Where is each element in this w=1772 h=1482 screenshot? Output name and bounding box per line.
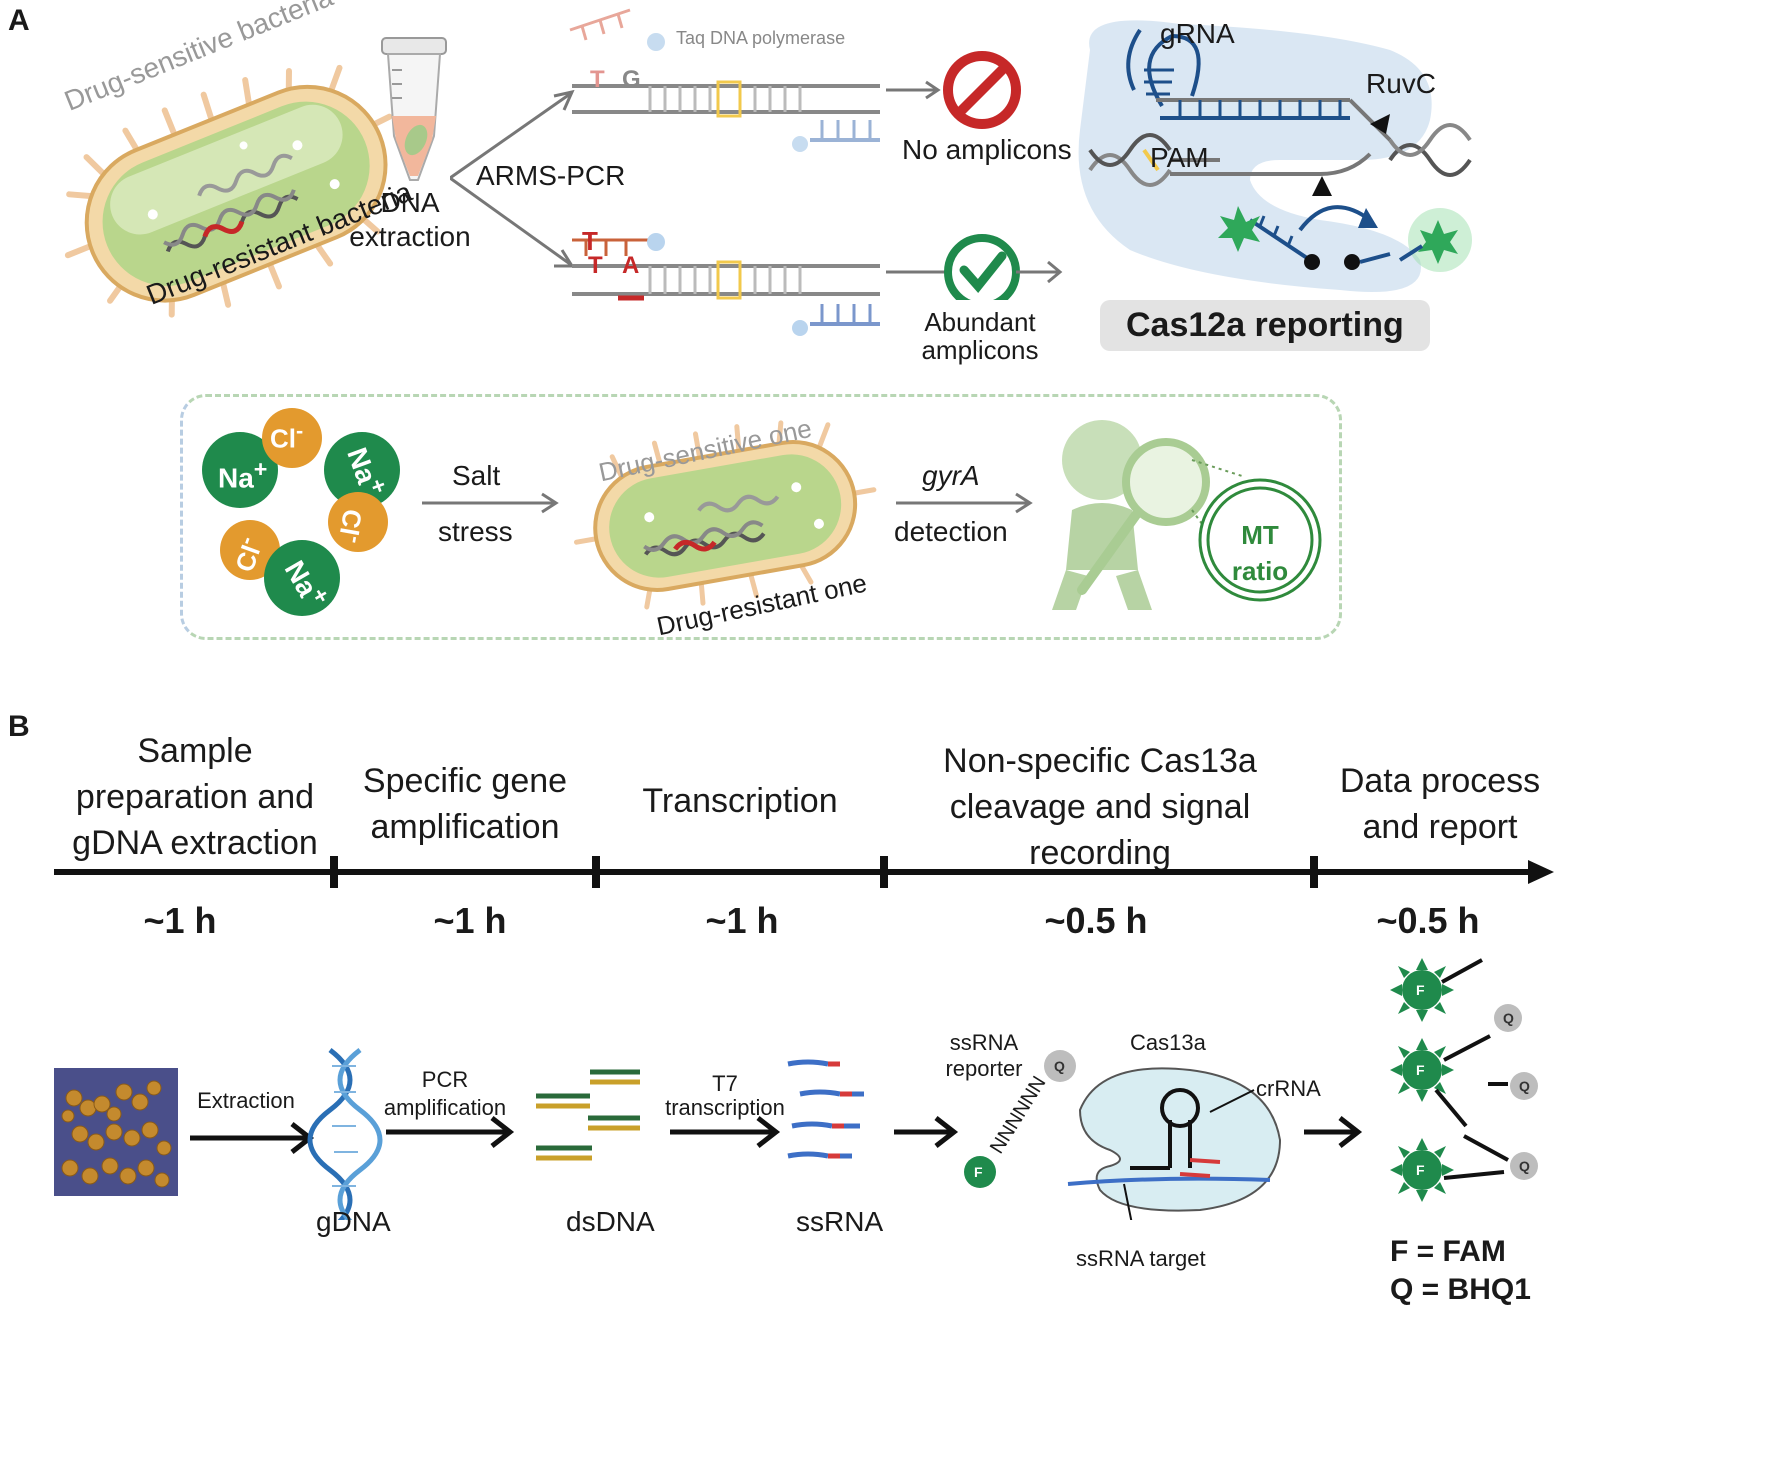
cas13a-label: Cas13a — [1130, 1030, 1206, 1055]
result-symbols — [886, 51, 1063, 300]
na-ion-1: Na+ — [218, 456, 268, 494]
mt-label: MT — [1241, 520, 1279, 550]
dna-extraction-label: DNA extraction — [349, 187, 471, 252]
gdna-label: gDNA — [316, 1206, 391, 1237]
stage-3-label: Transcription — [642, 782, 838, 820]
base-t-target: T — [588, 252, 603, 279]
fluor-q-2: Q — [1519, 1078, 1530, 1094]
cl-ion-1: Cl- — [270, 418, 304, 454]
bacteria-micrograph-image — [54, 1068, 178, 1196]
ssrna-reporter-label: ssRNA reporter — [945, 1030, 1023, 1081]
primer-match-strand — [572, 233, 880, 336]
taq-label: Taq DNA polymerase — [676, 28, 846, 48]
pam-label: PAM — [1150, 142, 1209, 173]
fluor-f-2: F — [1416, 1062, 1425, 1078]
stage-5-label: Data process and report — [1339, 762, 1541, 846]
legend-fam: F = FAM — [1390, 1235, 1506, 1268]
abundant-amplicons-label: Abundant amplicons — [921, 307, 1039, 365]
magnifier-figure-icon — [1052, 420, 1322, 610]
arms-pcr-label: ARMS-PCR — [476, 160, 626, 191]
stage-2-label: Specific gene amplification — [362, 762, 568, 846]
bacterium-illustration — [64, 64, 393, 318]
fluor-q-3: Q — [1519, 1158, 1530, 1174]
base-a-target: A — [622, 252, 640, 279]
detection-arrow — [896, 492, 1033, 514]
ssrna-label: ssRNA — [796, 1206, 884, 1237]
primer-mismatch-strand — [569, 8, 880, 152]
base-g: G — [622, 66, 641, 93]
timeline-axis — [54, 856, 1554, 888]
fluorophore-cleavage-icon — [1390, 958, 1538, 1202]
grna-label: gRNA — [1160, 18, 1235, 49]
salt-stress-inset — [180, 394, 1342, 640]
stage-4-duration: ~0.5 h — [1044, 900, 1148, 941]
fluor-q-1: Q — [1503, 1010, 1514, 1026]
bacterium-inset-illustration — [573, 420, 877, 610]
cas12a-reporting-label: Cas12a reporting — [1100, 300, 1430, 351]
dsdna-label: dsDNA — [566, 1206, 655, 1237]
ssrna-target-label: ssRNA target — [1076, 1246, 1206, 1271]
stage-1-label: Sample preparation and gDNA extraction — [72, 732, 318, 862]
stage-2-duration: ~1 h — [433, 900, 507, 941]
base-t-mismatch: T — [590, 66, 605, 93]
workflow-diagram — [190, 1048, 1363, 1220]
panel-b-letter: B — [8, 710, 30, 743]
stage-1-duration: ~1 h — [143, 900, 217, 941]
reporter-f: F — [974, 1164, 983, 1180]
cl-ion-2: Cl- — [333, 506, 370, 546]
pcr-label: PCR amplification — [383, 1067, 507, 1120]
cas12a-complex — [1078, 20, 1472, 293]
gyra-label: gyrA — [922, 460, 980, 491]
base-t-primer: T — [582, 226, 604, 256]
salt-arrow — [422, 492, 559, 514]
stage-5-duration: ~0.5 h — [1376, 900, 1480, 941]
ion-ring — [202, 408, 400, 616]
t7-label: T7 transcription — [665, 1071, 785, 1120]
crrna-label: crRNA — [1256, 1076, 1321, 1101]
stage-3-duration: ~1 h — [705, 900, 779, 941]
extraction-label: Extraction — [197, 1088, 295, 1113]
salt-label: Salt — [452, 460, 501, 491]
no-amplicons-label: No amplicons — [902, 134, 1072, 165]
fluor-f-3: F — [1416, 1162, 1425, 1178]
ruvc-label: RuvC — [1366, 68, 1437, 99]
tube-icon — [381, 37, 447, 181]
panel-a-letter: A — [8, 4, 30, 37]
stage-4-label: Non-specific Cas13a cleavage and signal … — [943, 742, 1257, 872]
stress-label: stress — [438, 516, 513, 547]
reporter-q: Q — [1054, 1058, 1065, 1074]
legend-bhq1: Q = BHQ1 — [1390, 1273, 1531, 1306]
ratio-label: ratio — [1231, 556, 1289, 586]
fluor-f-1: F — [1416, 982, 1425, 998]
detection-label: detection — [894, 516, 1008, 547]
